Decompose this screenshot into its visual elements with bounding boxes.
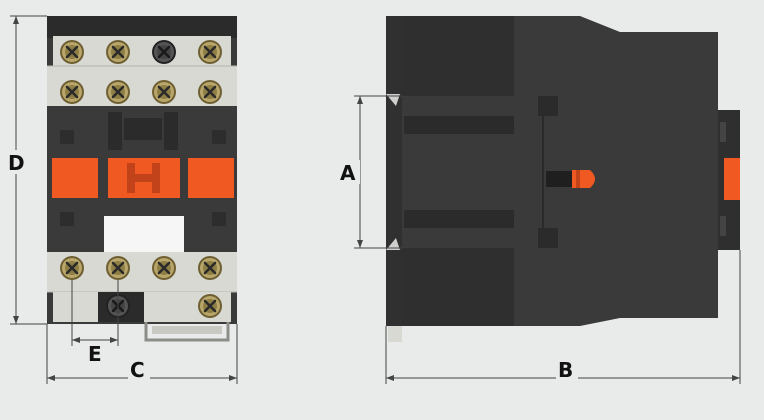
screw-terminal-icon (150, 254, 178, 282)
screw-terminal-icon (196, 254, 224, 282)
dimension-arrows (13, 16, 740, 381)
plunger-shaft (546, 171, 574, 187)
screw-terminal-icon (150, 38, 178, 66)
screw-terminal-icon (104, 78, 132, 106)
dimension-label-a: A (340, 161, 356, 185)
orange-plunger (572, 170, 595, 188)
screw-terminal-icon (58, 38, 86, 66)
screw-terminal-icon (150, 78, 178, 106)
side-clip (388, 326, 402, 342)
label-window (104, 216, 184, 252)
screw-terminal-icon (196, 78, 224, 106)
side-view (386, 16, 740, 342)
screw-terminal-icon (58, 254, 86, 282)
side-orange-indicator (724, 158, 740, 200)
screw-terminal-icon (196, 38, 224, 66)
front-view (47, 16, 237, 342)
center-orange-actuator (108, 158, 180, 198)
screw-terminal-icon (196, 292, 224, 320)
right-orange-indicator (188, 158, 234, 198)
screw-terminal-icon (58, 78, 86, 106)
left-orange-indicator (52, 158, 98, 198)
dimension-label-b: B (558, 358, 573, 382)
din-rail-clip (144, 322, 230, 342)
dimension-label-c: C (130, 358, 145, 382)
screw-terminal-icon (104, 254, 132, 282)
dimension-label-d: D (8, 151, 25, 175)
dimension-label-e: E (88, 342, 102, 366)
screw-terminal-icon (104, 38, 132, 66)
front-top-cap (47, 16, 237, 38)
